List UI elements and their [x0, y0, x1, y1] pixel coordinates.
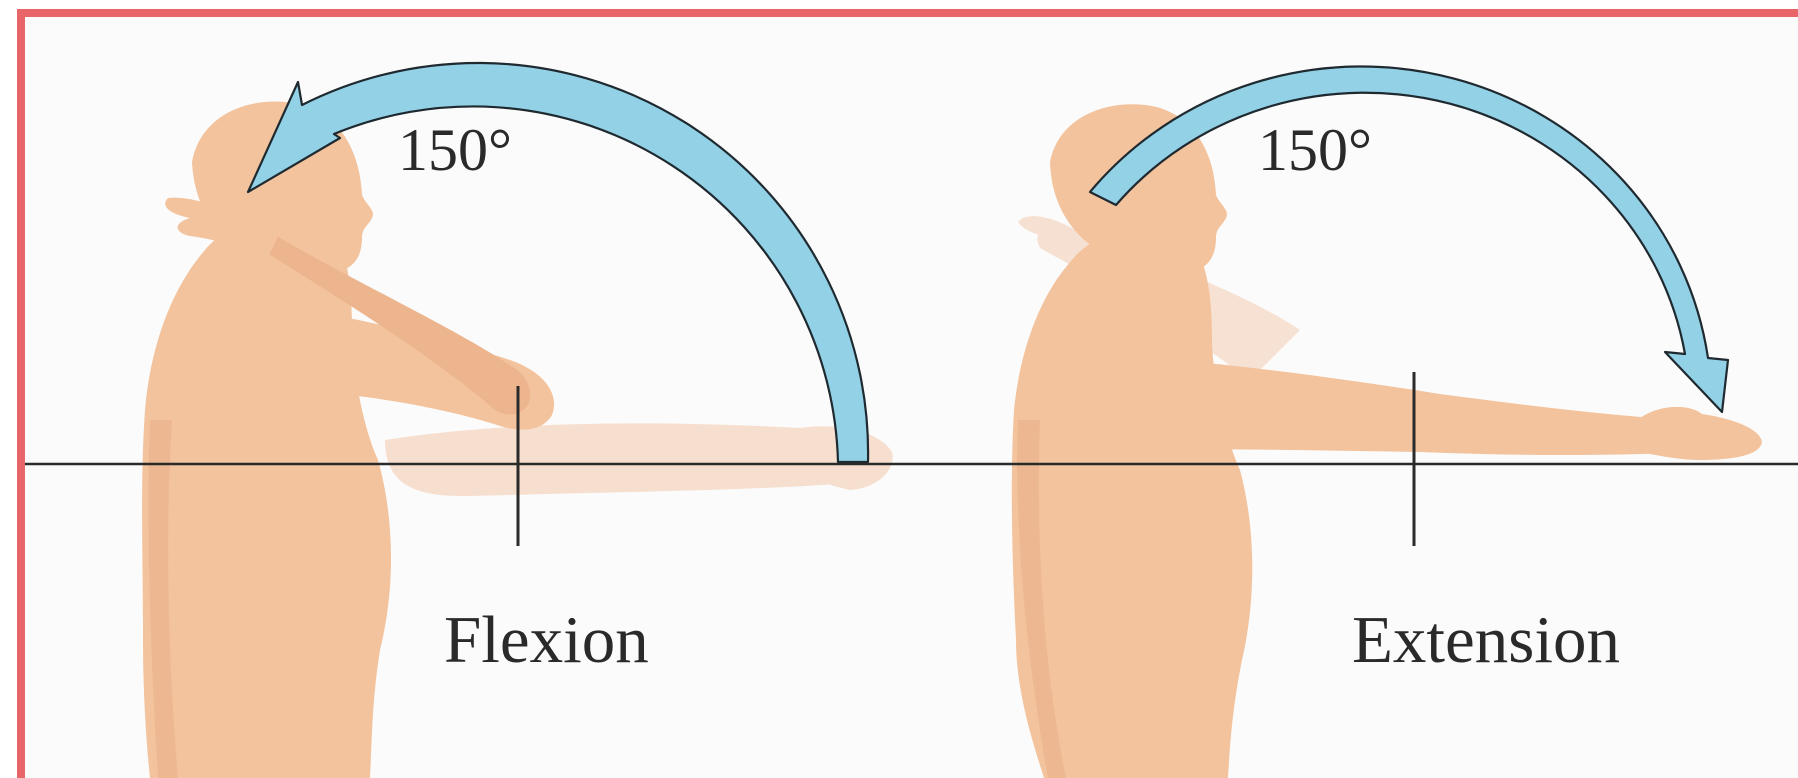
flexion-angle-label: 150°: [398, 120, 512, 180]
extension-angle-label: 150°: [1258, 120, 1372, 180]
extension-caption: Extension: [1352, 607, 1620, 674]
flexion-caption: Flexion: [444, 607, 649, 674]
flexion-ghost-arm: [385, 423, 893, 496]
